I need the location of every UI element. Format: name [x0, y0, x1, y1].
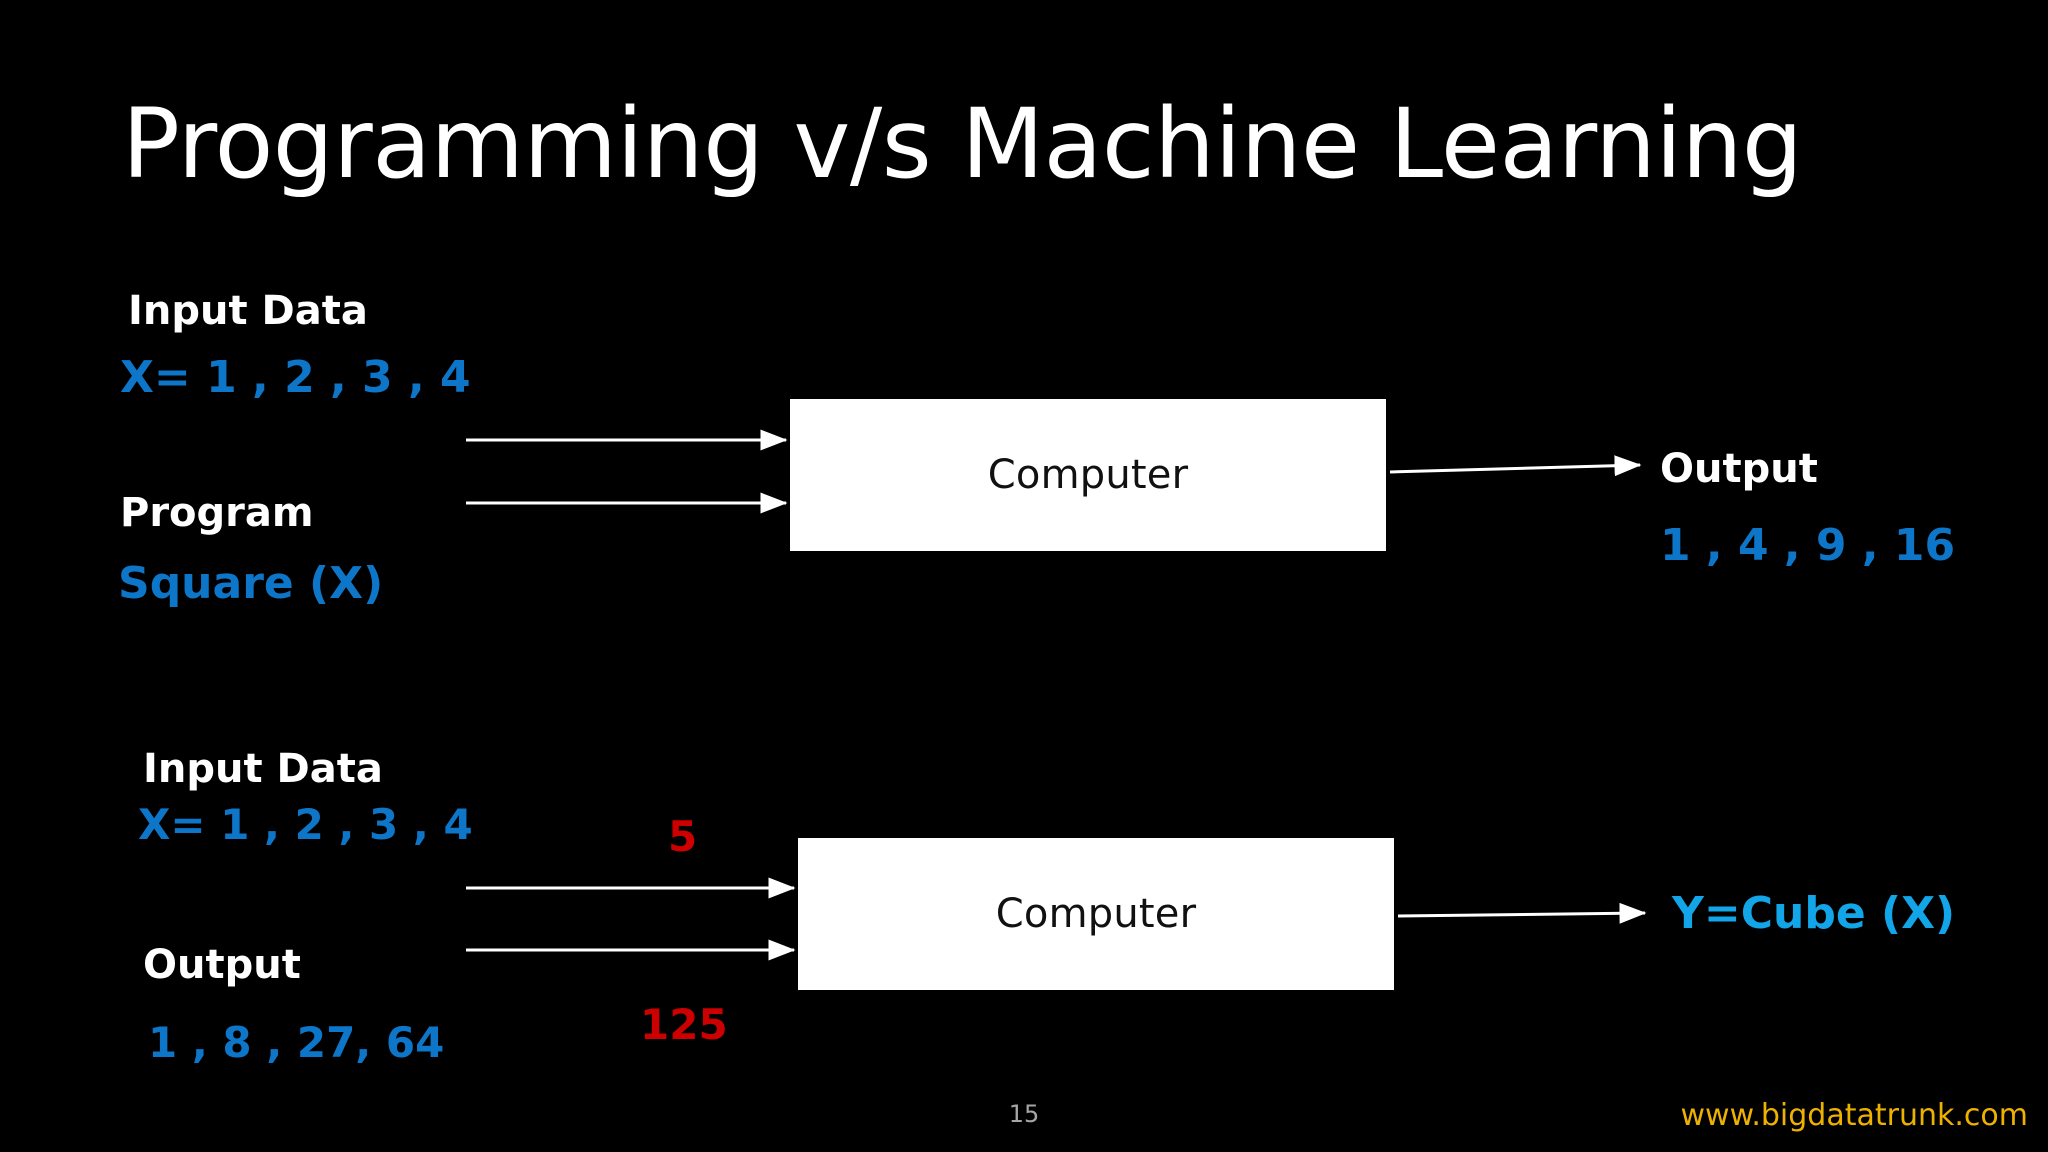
programming-output-label: Output [1660, 446, 1818, 492]
programming-computer-label: Computer [987, 452, 1189, 498]
programming-computer-box: Computer [790, 399, 1386, 551]
ml-computer-box: Computer [798, 838, 1394, 990]
ml-input-data-value: X= 1 , 2 , 3 , 4 [138, 800, 473, 849]
ml-known-output-label: Output [143, 942, 301, 988]
ml-annotation-5: 5 [668, 812, 698, 861]
ml-annotation-125: 125 [640, 1000, 728, 1049]
ml-input-data-label: Input Data [143, 746, 383, 792]
website-url[interactable]: www.bigdatatrunk.com [1680, 1098, 2029, 1133]
ml-result-value: Y=Cube (X) [1672, 888, 1956, 939]
ml-known-output-value: 1 , 8 , 27, 64 [148, 1018, 445, 1067]
ml-computer-label: Computer [995, 891, 1197, 937]
programming-program-label: Program [120, 490, 314, 536]
programming-program-value: Square (X) [118, 558, 384, 609]
ml-output-arrow [1397, 902, 1647, 924]
programming-output-value: 1 , 4 , 9 , 16 [1660, 520, 1956, 571]
programming-input-data-value: X= 1 , 2 , 3 , 4 [120, 352, 471, 403]
programming-input-data-label: Input Data [128, 288, 368, 334]
page-title: Programming v/s Machine Learning [122, 88, 1803, 200]
page-number: 15 [1008, 1100, 1040, 1128]
programming-output-arrow [1389, 455, 1642, 477]
